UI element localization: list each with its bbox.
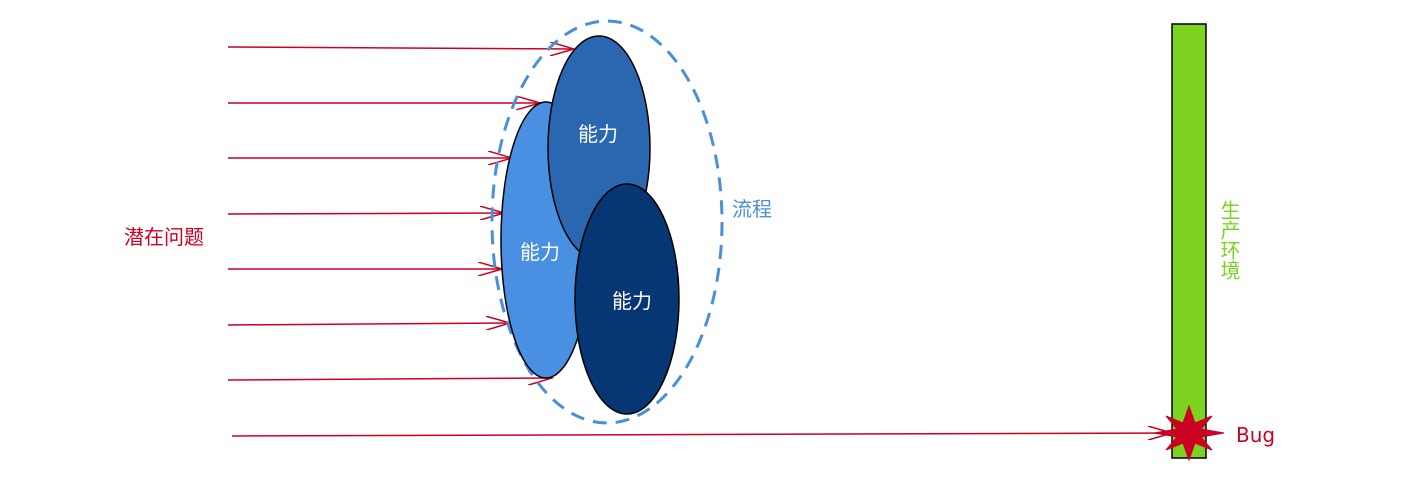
potential-issues-label: 潜在问题 <box>124 225 204 249</box>
issue-arrow <box>227 323 510 325</box>
production-environment-bar <box>1171 23 1207 459</box>
capability-label-dark: 能力 <box>612 289 652 313</box>
production-environment-label: 生产环境 <box>1217 200 1241 280</box>
capability-label-mid: 能力 <box>578 122 618 146</box>
bug-star-icon <box>1153 404 1225 462</box>
process-label: 流程 <box>732 197 772 221</box>
issue-arrow <box>227 378 552 380</box>
process-boundary <box>490 19 724 425</box>
issue-arrow <box>227 47 574 49</box>
issue-arrow <box>227 213 504 214</box>
bug-label: Bug <box>1236 423 1275 447</box>
capability-label-light: 能力 <box>520 240 560 264</box>
capability-ellipse-dark <box>574 183 680 415</box>
escaped-issue-arrow <box>231 433 1172 436</box>
issue-arrows <box>227 47 574 380</box>
